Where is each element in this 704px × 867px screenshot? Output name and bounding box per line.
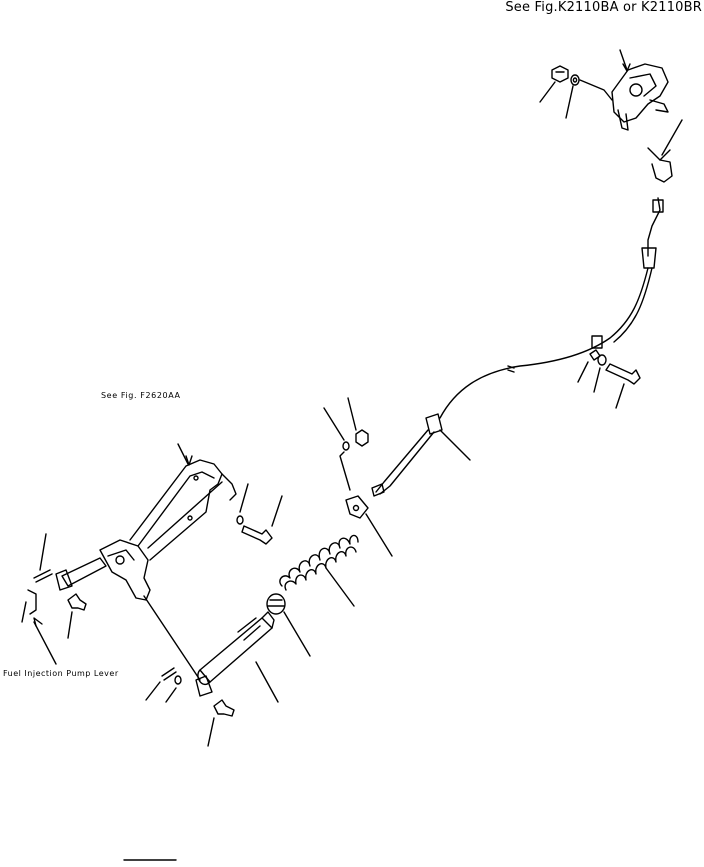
- reference-label-top: See Fig.K2110BA or K2110BR: [505, 0, 702, 15]
- push-pull-cable: [439, 197, 664, 419]
- stopper: [266, 593, 311, 657]
- cable-rod: [371, 413, 471, 497]
- spring: [279, 534, 359, 607]
- fuel-injection-pump-lever-label: Fuel Injection Pump Lever: [3, 669, 119, 678]
- cotter-pin-left: [33, 533, 53, 583]
- control-lever-assembly: [611, 49, 669, 131]
- cylinder-rod: [195, 611, 279, 703]
- reference-label-middle: See Fig. F2620AA: [101, 391, 181, 400]
- lever-arm: [55, 539, 201, 681]
- pump-lever-link: [21, 589, 57, 665]
- washer-bolt-left: [236, 483, 283, 545]
- bolt-left: [67, 593, 87, 639]
- washer-upper: [565, 74, 613, 119]
- bracket-bolt-right: [577, 349, 641, 409]
- nut-upper: [539, 65, 569, 103]
- bolt-lower: [207, 699, 235, 747]
- clevis: [345, 495, 393, 557]
- bracket-lever-assembly: [129, 443, 237, 561]
- cable-end-fitting: [647, 119, 683, 183]
- pin-washer-lower: [145, 667, 182, 703]
- nut-middle: [323, 397, 369, 491]
